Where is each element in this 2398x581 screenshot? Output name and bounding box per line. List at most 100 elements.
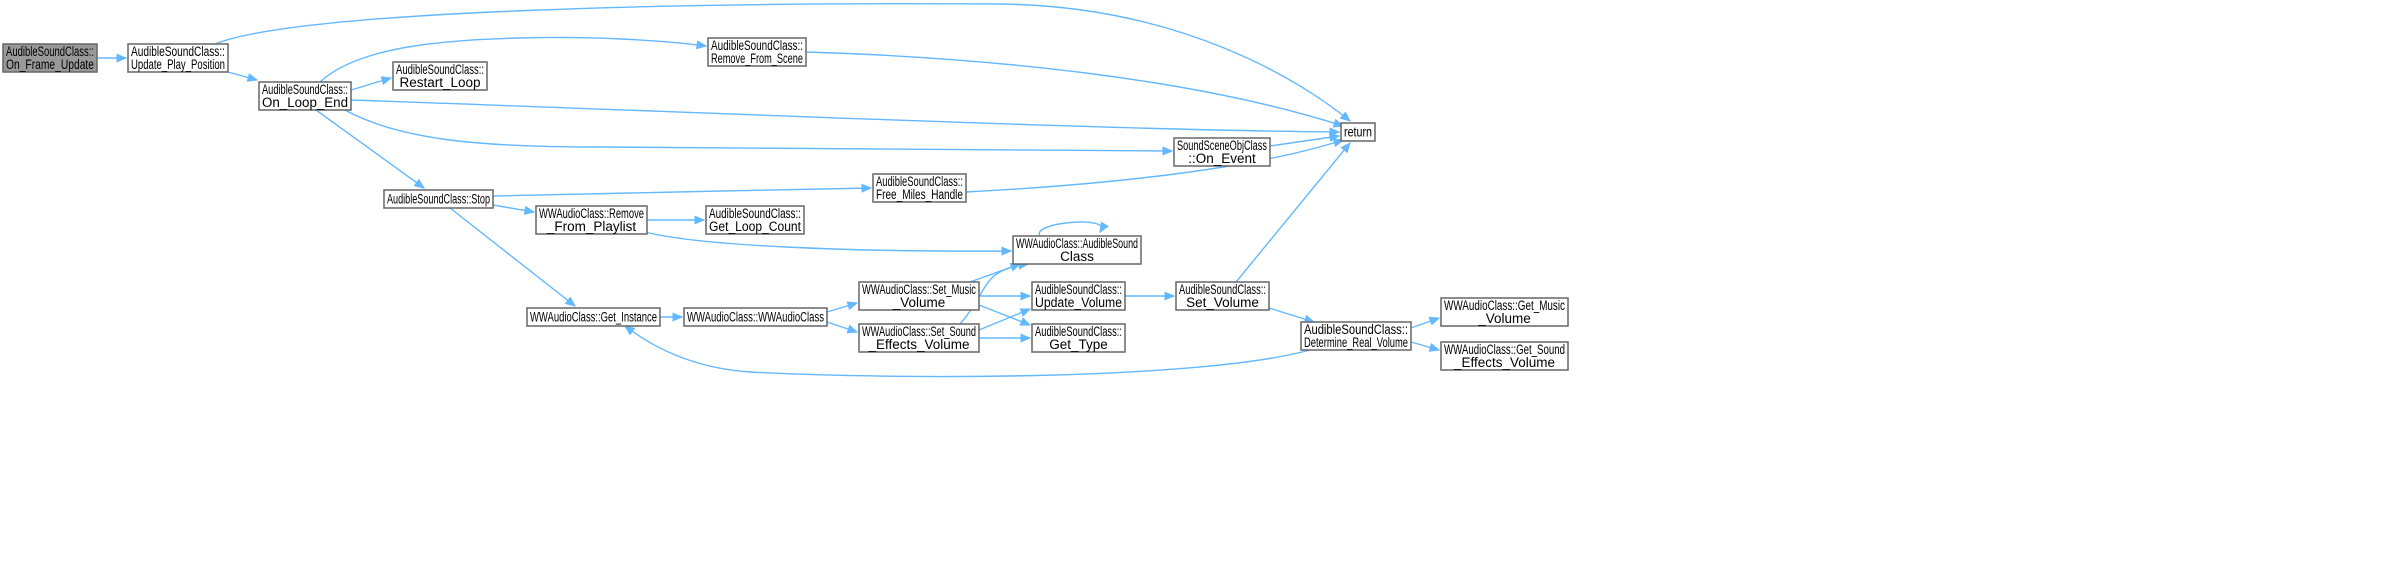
node-box	[858, 323, 980, 353]
node-label-line: AudibleSoundClass::	[396, 62, 484, 77]
arrowhead-icon	[672, 312, 684, 322]
node-restart-loop[interactable]: AudibleSoundClass::Restart_Loop	[392, 61, 488, 91]
node-box	[258, 81, 352, 111]
arrowhead-icon	[1328, 132, 1341, 142]
edge-line	[214, 3, 1351, 122]
node-on-frame-update[interactable]: AudibleSoundClass::On_Frame_Update	[2, 43, 98, 73]
node-label-line: On_Frame_Update	[6, 57, 94, 72]
edge-stop-to-remove_from_playlist	[492, 204, 536, 215]
node-box	[872, 173, 967, 203]
node-remove-from-playlist[interactable]: WWAudioClass::Remove_From_Playlist	[535, 205, 648, 235]
edge-determine_real_volume-to-get_sound_effects_volume	[1410, 341, 1441, 352]
edge-on_loop_end-to-return	[350, 99, 1341, 137]
node-label-line: _From_Playlist	[546, 219, 637, 234]
arrowhead-icon	[564, 296, 577, 307]
arrowhead-icon	[380, 76, 393, 86]
edge-line	[959, 263, 1029, 325]
node-update-play-position[interactable]: AudibleSoundClass::Update_Play_Position	[127, 43, 229, 73]
node-set-sound-effects-volume[interactable]: WWAudioClass::Set_Sound_Effects_Volume	[858, 323, 980, 353]
node-label-line: Free_Miles_Handle	[876, 187, 963, 202]
edge-set_sound_effects_volume-to-update_volume	[978, 308, 1032, 331]
node-on-loop-end[interactable]: AudibleSoundClass::On_Loop_End	[258, 81, 352, 111]
node-label-line: _Effects_Volume	[867, 337, 969, 352]
node-label-line: Update_Play_Position	[131, 57, 225, 72]
edge-line	[492, 187, 872, 197]
arrowhead-icon	[1339, 111, 1351, 122]
node-remove-from-scene[interactable]: AudibleSoundClass::Remove_From_Scene	[707, 37, 807, 67]
node-label-line: AudibleSoundClass::	[1304, 322, 1408, 337]
node-label-line: WWAudioClass::WWAudioClass	[687, 310, 824, 325]
node-label-line: Determine_Real_Volume	[1304, 335, 1408, 350]
node-label-line: AudibleSoundClass::	[1179, 282, 1266, 297]
edge-line	[624, 325, 1311, 378]
node-label-line: _Effects_Volume	[1453, 355, 1555, 370]
node-free-miles-handle[interactable]: AudibleSoundClass::Free_Miles_Handle	[872, 173, 967, 203]
node-box	[1031, 323, 1126, 353]
node-wwaudioclass-ctor[interactable]: WWAudioClass::WWAudioClass	[683, 307, 828, 327]
arrowhead-icon	[861, 183, 873, 193]
edge-ww_audiblesoundclass-to-ww_audiblesoundclass	[1038, 221, 1109, 237]
node-get-instance[interactable]: WWAudioClass::Get_Instance	[526, 307, 661, 327]
edge-stop-to-free_miles_handle	[492, 183, 873, 197]
arrowhead-icon	[1001, 246, 1013, 256]
node-return[interactable]: return	[1340, 122, 1376, 142]
arrowhead-icon	[1340, 142, 1351, 154]
node-box	[683, 307, 828, 327]
edge-line	[449, 207, 576, 307]
arrowhead-icon	[246, 73, 259, 82]
edge-free_miles_handle-to-return	[965, 138, 1345, 193]
node-box	[1173, 137, 1271, 167]
node-label-line: WWAudioClass::AudibleSound	[1016, 236, 1138, 251]
node-stop[interactable]: AudibleSoundClass::Stop	[383, 189, 494, 209]
arrowhead-icon	[1428, 343, 1441, 352]
node-set-music-volume[interactable]: WWAudioClass::Set_Music_Volume	[858, 281, 980, 311]
arrowhead-icon	[1428, 316, 1441, 326]
edge-line	[1269, 135, 1340, 147]
node-get-loop-count[interactable]: AudibleSoundClass::Get_Loop_Count	[705, 205, 805, 235]
node-box	[2, 43, 98, 73]
edge-line	[350, 99, 1340, 133]
node-label-line: WWAudioClass::Get_Instance	[530, 310, 657, 325]
node-box	[1340, 122, 1376, 142]
node-set-volume[interactable]: AudibleSoundClass::Set_Volume	[1175, 281, 1270, 311]
node-box	[858, 281, 980, 311]
edge-update_play_position-to-return	[214, 3, 1351, 122]
node-get-sound-effects-volume[interactable]: WWAudioClass::Get_Sound_Effects_Volume	[1440, 341, 1569, 371]
node-label-line: AudibleSoundClass::	[1035, 282, 1122, 297]
arrowhead-icon	[694, 215, 706, 225]
node-box	[127, 43, 229, 73]
edge-line	[805, 51, 1344, 127]
edge-on_frame_update-to-update_play_position	[97, 53, 128, 63]
edge-wwaudioclass_ctor-to-set_sound_effects_volume	[826, 321, 859, 334]
edges-layer	[97, 3, 1441, 378]
node-update-volume[interactable]: AudibleSoundClass::Update_Volume	[1031, 281, 1126, 311]
node-label-line: Class	[1060, 249, 1094, 264]
node-label-line: Restart_Loop	[399, 75, 480, 90]
edge-set_music_volume-to-ww_audiblesoundclass	[969, 262, 1022, 283]
node-label-line: AudibleSoundClass::	[131, 44, 225, 59]
edge-on_loop_end-to-stop	[315, 109, 426, 189]
arrowhead-icon	[413, 178, 426, 189]
edge-remove_from_playlist-to-get_loop_count	[647, 215, 706, 225]
node-label-line: WWAudioClass::Remove	[539, 206, 644, 221]
node-box	[1175, 281, 1270, 311]
node-box	[707, 37, 807, 67]
node-label-line: Update_Volume	[1035, 295, 1122, 310]
edge-line	[315, 109, 425, 189]
edge-set_sound_effects_volume-to-get_type	[979, 333, 1032, 343]
node-soundscene-on-event[interactable]: SoundSceneObjClass::On_Event	[1173, 137, 1271, 167]
node-label-line: WWAudioClass::Set_Music	[862, 282, 976, 297]
edge-determine_real_volume-to-get_instance	[623, 325, 1311, 378]
node-label-line: WWAudioClass::Set_Sound	[862, 324, 976, 339]
arrowhead-icon	[523, 205, 536, 215]
edge-remove_from_scene-to-return	[805, 51, 1345, 128]
node-ww-audiblesoundclass[interactable]: WWAudioClass::AudibleSoundClass	[1012, 235, 1142, 265]
node-get-music-volume[interactable]: WWAudioClass::Get_Music_Volume	[1440, 297, 1569, 327]
edge-set_music_volume-to-get_type	[978, 304, 1032, 326]
node-label-line: On_Loop_End	[262, 95, 348, 110]
node-box	[1440, 297, 1569, 327]
arrowhead-icon	[846, 324, 859, 334]
node-get-type[interactable]: AudibleSoundClass::Get_Type	[1031, 323, 1126, 353]
node-determine-real-volume[interactable]: AudibleSoundClass::Determine_Real_Volume	[1300, 321, 1412, 351]
